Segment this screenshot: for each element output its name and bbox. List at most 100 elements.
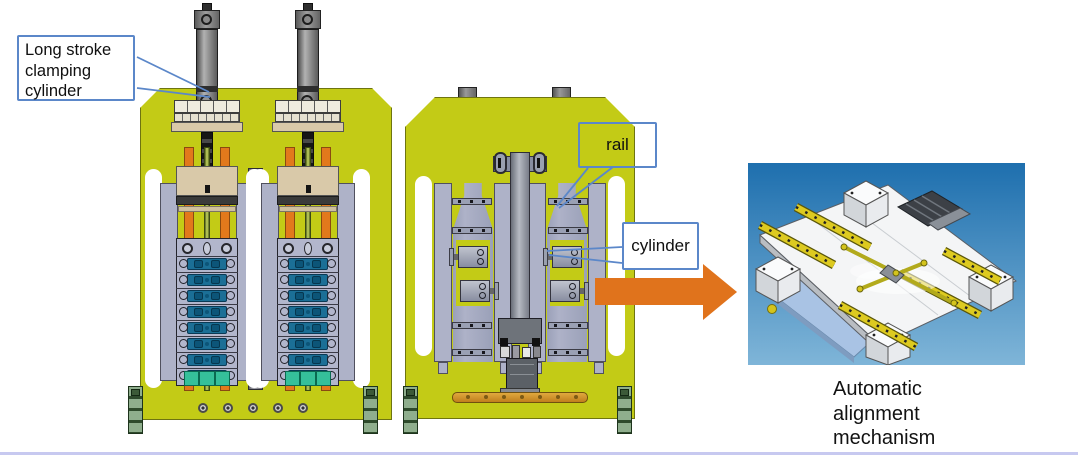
guide-cylinder-body [458, 246, 488, 268]
cell-row-divider [176, 336, 238, 337]
mount-block-upper [275, 100, 341, 113]
mount-block-lower [174, 113, 240, 122]
render-rail-line [943, 249, 1001, 283]
cell-center-dot [306, 294, 310, 298]
cell-terminal [295, 356, 304, 364]
render-rail-line [795, 205, 871, 249]
head-nub [532, 338, 540, 346]
cell-contact [327, 291, 336, 300]
guide-rail-bolt [554, 229, 557, 232]
guide-rail-bolt [458, 229, 461, 232]
cell-row-divider [277, 304, 339, 305]
base-bolt [273, 403, 283, 413]
cell-contact [226, 259, 235, 268]
cell-terminal [295, 324, 304, 332]
top-stub-post [552, 87, 571, 98]
cell-center-dot [306, 358, 310, 362]
guide-rail-bolt [566, 229, 569, 232]
guide-cylinder-port [477, 249, 484, 256]
guide-panel-outer [434, 183, 452, 362]
cell-terminal [194, 292, 203, 300]
orange-bar-rivet [520, 395, 524, 399]
slot-cutout [145, 169, 162, 388]
cell-row-divider [277, 336, 339, 337]
gripper-part [500, 346, 510, 358]
machine-foot-cap [620, 389, 629, 396]
orange-bar-rivet [484, 395, 488, 399]
alignment-mechanism-render-svg [748, 163, 1025, 366]
cell-terminal [295, 260, 304, 268]
cell-terminal [312, 324, 321, 332]
cell-center-dot [306, 262, 310, 266]
cell-terminal [194, 340, 203, 348]
machine-foot-cap [131, 389, 140, 396]
guide-rail-bolt [470, 324, 473, 327]
cell-contact [179, 355, 188, 364]
guide-cylinder-flange [449, 248, 454, 266]
guide-rail-bolt [554, 351, 557, 354]
base-bolt [248, 403, 258, 413]
bottom-divider-rule [0, 452, 1078, 455]
base-box-line [510, 364, 534, 365]
guide-rail-bolt [458, 324, 461, 327]
cell-contact [327, 323, 336, 332]
cell-row-divider [176, 272, 238, 273]
orange-bar-rivet [466, 395, 470, 399]
clamp-block-base [277, 196, 339, 205]
cell-terminal [312, 356, 321, 364]
guide-rail-bolt [554, 324, 557, 327]
cell-terminal [194, 356, 203, 364]
cell-row-divider [277, 368, 339, 369]
cell-row-divider [277, 320, 339, 321]
cell-contact [327, 355, 336, 364]
cell-terminal [312, 308, 321, 316]
orange-bar-rivet [556, 395, 560, 399]
stack-foot-block [184, 371, 230, 386]
orange-bar-rivet [502, 395, 506, 399]
stack-header-ring [221, 243, 232, 254]
cell-terminal [295, 308, 304, 316]
orange-bar-rivet [538, 395, 542, 399]
cell-contact [179, 323, 188, 332]
cell-center-dot [306, 326, 310, 330]
guide-cylinder-body [460, 280, 490, 302]
clamp-block-pin [205, 185, 210, 193]
clamp-block-base [176, 196, 238, 205]
guide-rail-bolt [458, 200, 461, 203]
machine-foot [403, 386, 418, 434]
render-corner-box [754, 256, 802, 314]
cell-contact [280, 259, 289, 268]
base-box [506, 358, 538, 392]
cell-contact [280, 355, 289, 364]
cell-contact [226, 275, 235, 284]
cell-center-dot [205, 358, 209, 362]
guide-rail-bolt [482, 324, 485, 327]
slot-cutout [246, 169, 263, 388]
stack-foot-block [285, 371, 331, 386]
guide-cylinder-port [569, 283, 576, 290]
panel-foot-tab [438, 362, 448, 374]
right-arrow-head [703, 264, 737, 320]
guide-cylinder-body [550, 280, 580, 302]
guide-cylinder-flange [494, 282, 499, 300]
machine-foot [128, 386, 143, 434]
mount-plate [272, 122, 344, 132]
guide-rail-bolt [482, 351, 485, 354]
guide-rail-bolt [578, 200, 581, 203]
cell-terminal [295, 276, 304, 284]
guide-panel-outer [588, 183, 606, 362]
guide-cylinder-stem [490, 288, 494, 294]
cell-center-dot [205, 278, 209, 282]
cell-row-divider [176, 352, 238, 353]
callout-cylinder: cylinder [622, 222, 699, 270]
cell-contact [327, 339, 336, 348]
guide-rail-bolt [470, 229, 473, 232]
hook-slot [537, 158, 540, 168]
cell-contact [226, 307, 235, 316]
mount-block-lower [275, 113, 341, 122]
cell-terminal [211, 340, 220, 348]
machine-foot [363, 386, 378, 434]
guide-rail-bolt [470, 351, 473, 354]
